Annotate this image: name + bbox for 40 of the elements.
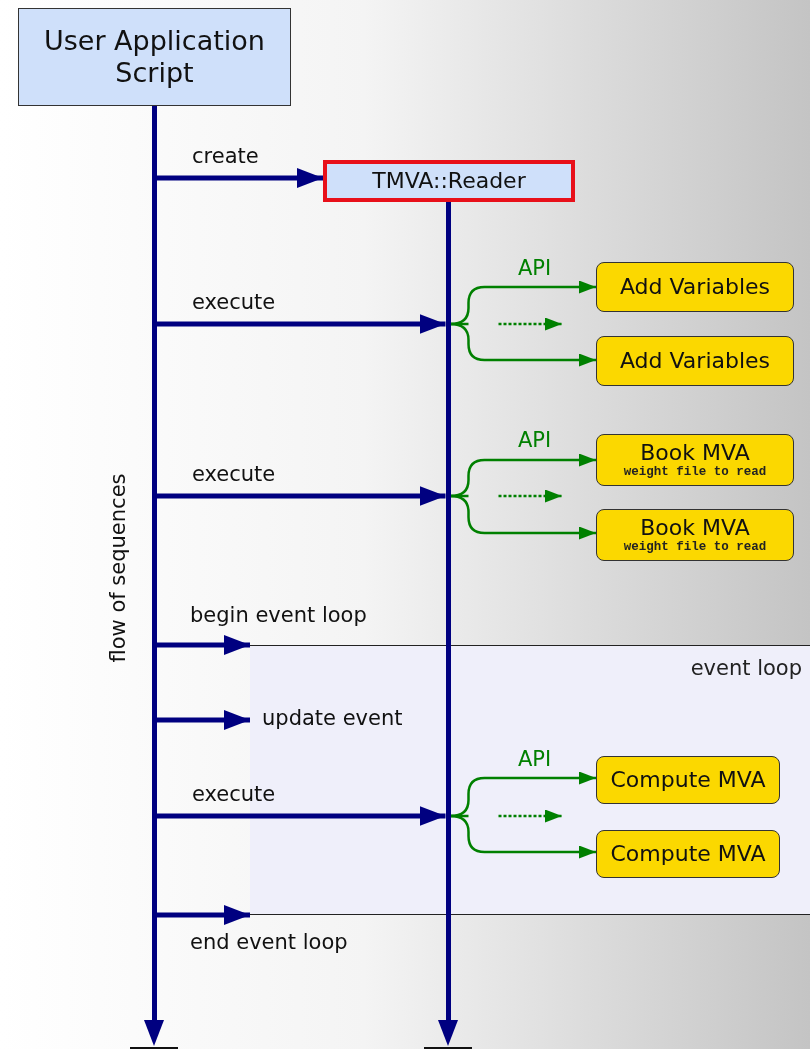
edge-label: API (518, 256, 552, 280)
arrow (156, 635, 250, 655)
axis-note: flow of sequences (106, 473, 130, 663)
object-box (323, 160, 575, 202)
edge-label: execute (192, 462, 276, 486)
box-note: weight file to read (623, 541, 767, 556)
method-box (596, 434, 794, 486)
loop-label: event loop (690, 656, 802, 680)
box-label: Add Variables (619, 347, 771, 375)
arrow (156, 486, 446, 506)
method-box (596, 509, 794, 561)
edge-label: execute (192, 290, 276, 314)
edge-label: update event (262, 706, 403, 730)
edge-label: create (192, 144, 259, 168)
edge-label: end event loop (190, 930, 348, 954)
arrow (156, 806, 446, 826)
box-label: User Application Script (43, 24, 266, 90)
box-label: Compute MVA (610, 840, 766, 868)
method-box (596, 262, 794, 312)
edge-label: execute (192, 782, 276, 806)
arrow (449, 322, 598, 367)
arrow (156, 905, 250, 925)
arrow (449, 814, 598, 859)
edge-label: API (518, 428, 552, 452)
arrow (156, 710, 250, 730)
box-label: Book MVA (640, 514, 750, 541)
box-note: weight file to read (623, 466, 767, 481)
box-label: TMVA::Reader (372, 167, 526, 195)
edge-label: API (518, 747, 552, 771)
arrow (156, 168, 323, 188)
edge-label: begin event loop (190, 603, 367, 627)
box-label: Compute MVA (610, 766, 766, 794)
method-box (596, 830, 780, 878)
arrow (449, 494, 598, 540)
method-box (596, 336, 794, 386)
method-box (596, 756, 780, 804)
box-label: Book MVA (640, 439, 750, 466)
box-label: Add Variables (619, 273, 771, 301)
actor-box (18, 8, 291, 106)
arrow (156, 314, 446, 334)
